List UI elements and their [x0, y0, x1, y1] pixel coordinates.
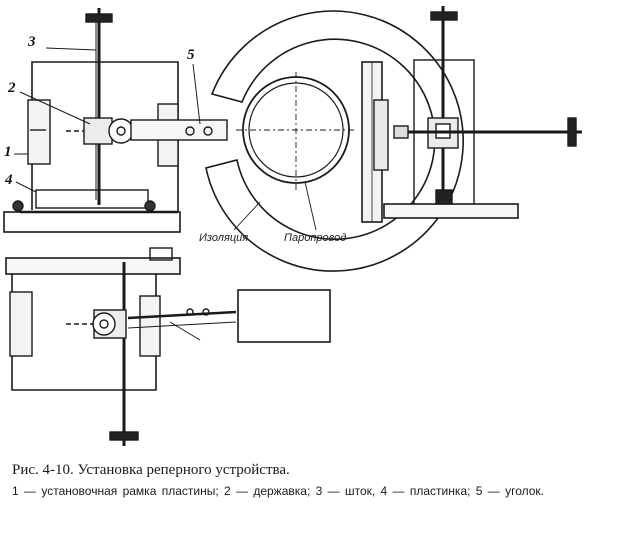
callout-5-leader: [192, 63, 201, 125]
pipeline-label: Паропровод: [284, 232, 347, 244]
bottom-left-view: [5, 247, 331, 446]
callout-1: 1: [4, 144, 12, 160]
insulation-label: Изоляция: [199, 232, 249, 244]
top-left-view: [3, 8, 228, 233]
callout-3: 3: [28, 34, 36, 50]
callout-5: 5: [187, 47, 195, 63]
figure-caption: Рис. 4-10. Установка реперного устройств…: [12, 462, 624, 500]
callout-4-leader: [15, 181, 37, 193]
callout-2-leader: [19, 91, 91, 125]
callout-2: 2: [8, 80, 16, 96]
pipe-section-view: [205, 10, 464, 272]
callout-3-leader: [45, 47, 97, 51]
top-right-view: [361, 6, 582, 223]
installation-drawing: [3, 6, 582, 446]
callout-4: 4: [5, 172, 13, 188]
caption-title: Рис. 4-10. Установка реперного устройств…: [12, 462, 290, 478]
caption-text: 1 — установочная рамка пластины; 2 — дер…: [12, 484, 544, 498]
